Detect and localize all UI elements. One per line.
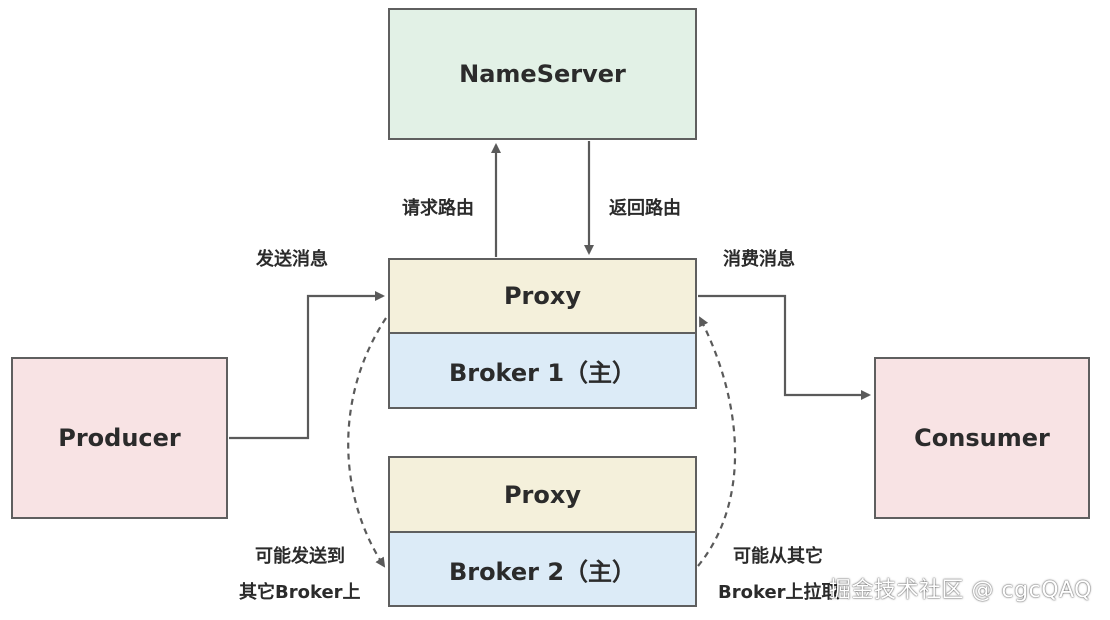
- may-send-to-other-broker-arrow: [347, 317, 387, 568]
- nameserver-label: NameServer: [459, 60, 626, 88]
- watermark: 掘金技术社区 @ cgcQAQ: [829, 578, 1092, 603]
- proxy-node-1: Proxy: [388, 258, 697, 334]
- nameserver-node: NameServer: [388, 8, 697, 140]
- broker-node-2: Broker 2（主）: [388, 531, 697, 607]
- proxy-node-2: Proxy: [388, 456, 697, 533]
- send-message-arrow: [229, 291, 385, 440]
- may-pull-label-line1: 可能从其它: [733, 546, 823, 567]
- producer-label: Producer: [58, 424, 181, 452]
- broker-1-label: Broker 1（主）: [448, 359, 637, 387]
- return-route-label: 返回路由: [609, 198, 681, 219]
- consumer-label: Consumer: [914, 424, 1050, 452]
- may-pull-label-line2: Broker上拉取: [718, 582, 840, 603]
- consumer-node: Consumer: [874, 357, 1090, 519]
- broker-node-1: Broker 1（主）: [388, 332, 697, 409]
- may-send-label-line1: 可能发送到: [255, 546, 345, 567]
- may-send-label-line2: 其它Broker上: [239, 582, 361, 603]
- consume-message-label: 消费消息: [723, 249, 795, 270]
- proxy-1-label: Proxy: [503, 282, 582, 310]
- request-route-label: 请求路由: [402, 198, 474, 219]
- producer-node: Producer: [11, 357, 228, 519]
- consume-message-arrow: [698, 294, 871, 400]
- may-pull-from-other-broker-arrow: [697, 316, 737, 567]
- broker-2-label: Broker 2（主）: [448, 557, 637, 586]
- send-message-label: 发送消息: [256, 249, 328, 270]
- proxy-2-label: Proxy: [503, 480, 582, 509]
